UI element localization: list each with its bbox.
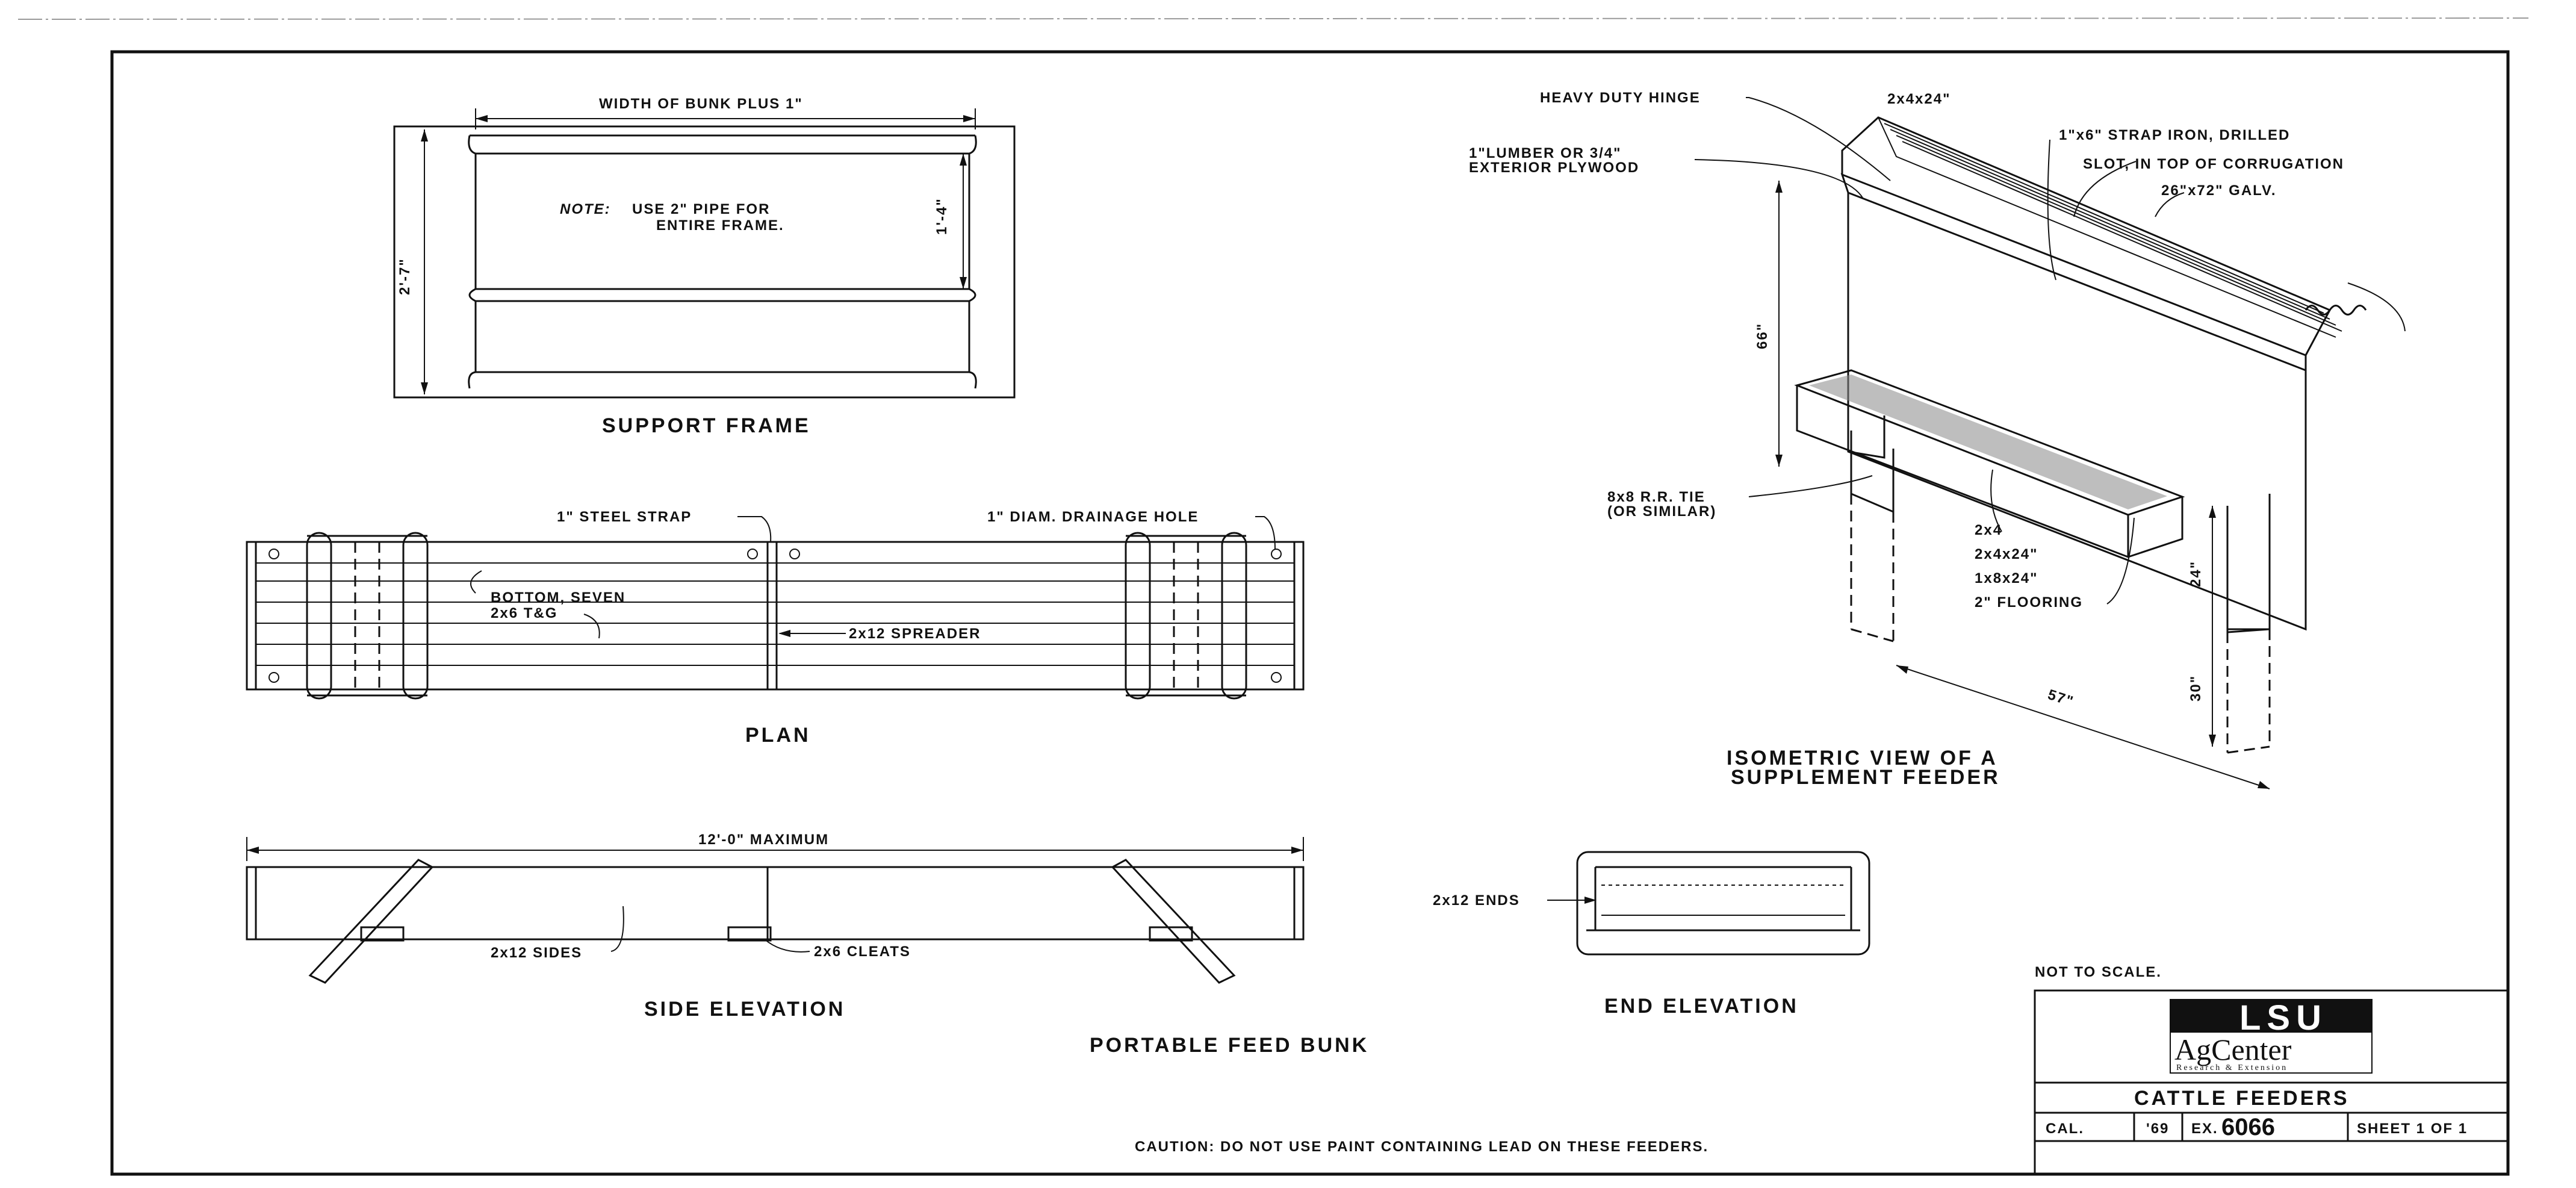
plan-bottom-label-line2: 2x6 T&G [491, 605, 557, 621]
iso-57-dim: 57" [2046, 686, 2076, 710]
svg-text:AgCenter: AgCenter [2174, 1033, 2292, 1066]
iso-slot-label: SLOT, IN TOP OF CORRUGATION [2083, 156, 2344, 172]
side-elevation-sides-label: 2x12 SIDES [491, 945, 582, 961]
iso-height-66-dim: 66" [1754, 323, 1771, 349]
scan-edge-line [17, 17, 2529, 20]
iso-24-dim: 24" [2188, 561, 2204, 587]
isometric-view: 66" 24" 30" 57" HEAVY DUTY HINGE 2x4x24"… [1469, 90, 2406, 789]
iso-galv-label: 26"x72" GALV. [2161, 182, 2277, 199]
support-frame-width-dim: WIDTH OF BUNK PLUS 1" [599, 96, 803, 112]
iso-2x4-label: 2x4 [1975, 522, 2002, 538]
iso-flooring-label: 2" FLOORING [1975, 594, 2083, 611]
end-elevation-title: END ELEVATION [1604, 995, 1799, 1018]
iso-1x8x24-label: 1x8x24" [1975, 570, 2038, 586]
end-elevation-ends-label: 2x12 ENDS [1433, 892, 1520, 909]
svg-text:LSU: LSU [2239, 998, 2327, 1037]
caution-note: CAUTION: DO NOT USE PAINT CONTAINING LEA… [1135, 1139, 1709, 1155]
support-frame-title: SUPPORT FRAME [602, 414, 811, 437]
iso-lumber-label-line1: 1"LUMBER OR 3/4" [1469, 145, 1621, 161]
iso-hinge-label: HEAVY DUTY HINGE [1540, 90, 1701, 106]
iso-lid-stock-label: 2x4x24" [1887, 91, 1951, 107]
support-frame-note-line1: USE 2" PIPE FOR [632, 201, 770, 217]
drawing-title: CATTLE FEEDERS [2134, 1087, 2350, 1110]
drawing-border [110, 50, 2510, 1176]
title-block-sheet: SHEET 1 OF 1 [2357, 1121, 2468, 1137]
support-frame-height-dim: 2'-7" [397, 258, 413, 295]
side-elevation-cleats-label: 2x6 CLEATS [814, 944, 911, 960]
plan-title: PLAN [745, 724, 811, 747]
iso-title-line1: ISOMETRIC VIEW OF A [1727, 747, 1998, 770]
title-block-ex-label: EX. [2191, 1121, 2218, 1137]
title-block-cal: CAL. [2046, 1121, 2084, 1137]
plan-steel-strap-label: 1" STEEL STRAP [557, 509, 692, 525]
plan-bottom-label-line1: BOTTOM, SEVEN [491, 589, 625, 606]
support-frame-inner-dim: 1'-4" [934, 197, 950, 235]
iso-30-dim: 30" [2188, 675, 2204, 701]
svg-text:Research & Extension: Research & Extension [2176, 1063, 2288, 1072]
iso-lumber-label-line2: EXTERIOR PLYWOOD [1469, 160, 1639, 176]
iso-tie-label-line1: 8x8 R.R. TIE [1607, 489, 1705, 505]
title-block-ex-number: 6066 [2221, 1114, 2275, 1140]
portable-feed-bunk-title: PORTABLE FEED BUNK [1090, 1034, 1369, 1057]
lsu-agcenter-logo: LSU AgCenter Research & Extension [2170, 998, 2373, 1074]
support-frame-note-line2: ENTIRE FRAME. [656, 217, 784, 234]
plan-view: 1" STEEL STRAP 1" DIAM. DRAINAGE HOLE BO… [246, 509, 1305, 747]
plan-spreader-label: 2x12 SPREADER [849, 626, 981, 642]
iso-tie-label-line2: (OR SIMILAR) [1607, 503, 1716, 520]
support-frame-view: WIDTH OF BUNK PLUS 1" 2'-7" 1'-4" NOTE: … [393, 96, 1016, 437]
side-elevation-title: SIDE ELEVATION [644, 998, 845, 1021]
not-to-scale-note: NOT TO SCALE. [2035, 964, 2162, 980]
support-frame-note-prefix: NOTE: [560, 201, 611, 217]
side-elevation-view: 12'-0" MAXIMUM 2x12 SIDES 2x6 CLEATS SID… [246, 832, 1305, 1021]
end-elevation-view: 2x12 ENDS END ELEVATION [1433, 851, 1870, 1018]
side-elevation-max-dim: 12'-0" MAXIMUM [698, 832, 829, 848]
iso-2x4x24-label: 2x4x24" [1975, 546, 2038, 562]
plan-drainage-hole-label: 1" DIAM. DRAINAGE HOLE [987, 509, 1199, 525]
title-block-year: '69 [2146, 1121, 2169, 1137]
iso-title-line2: SUPPLEMENT FEEDER [1731, 766, 2000, 789]
title-block: LSU AgCenter Research & Extension CATTLE… [2034, 989, 2509, 1175]
iso-strap-iron-label: 1"x6" STRAP IRON, DRILLED [2059, 127, 2290, 143]
